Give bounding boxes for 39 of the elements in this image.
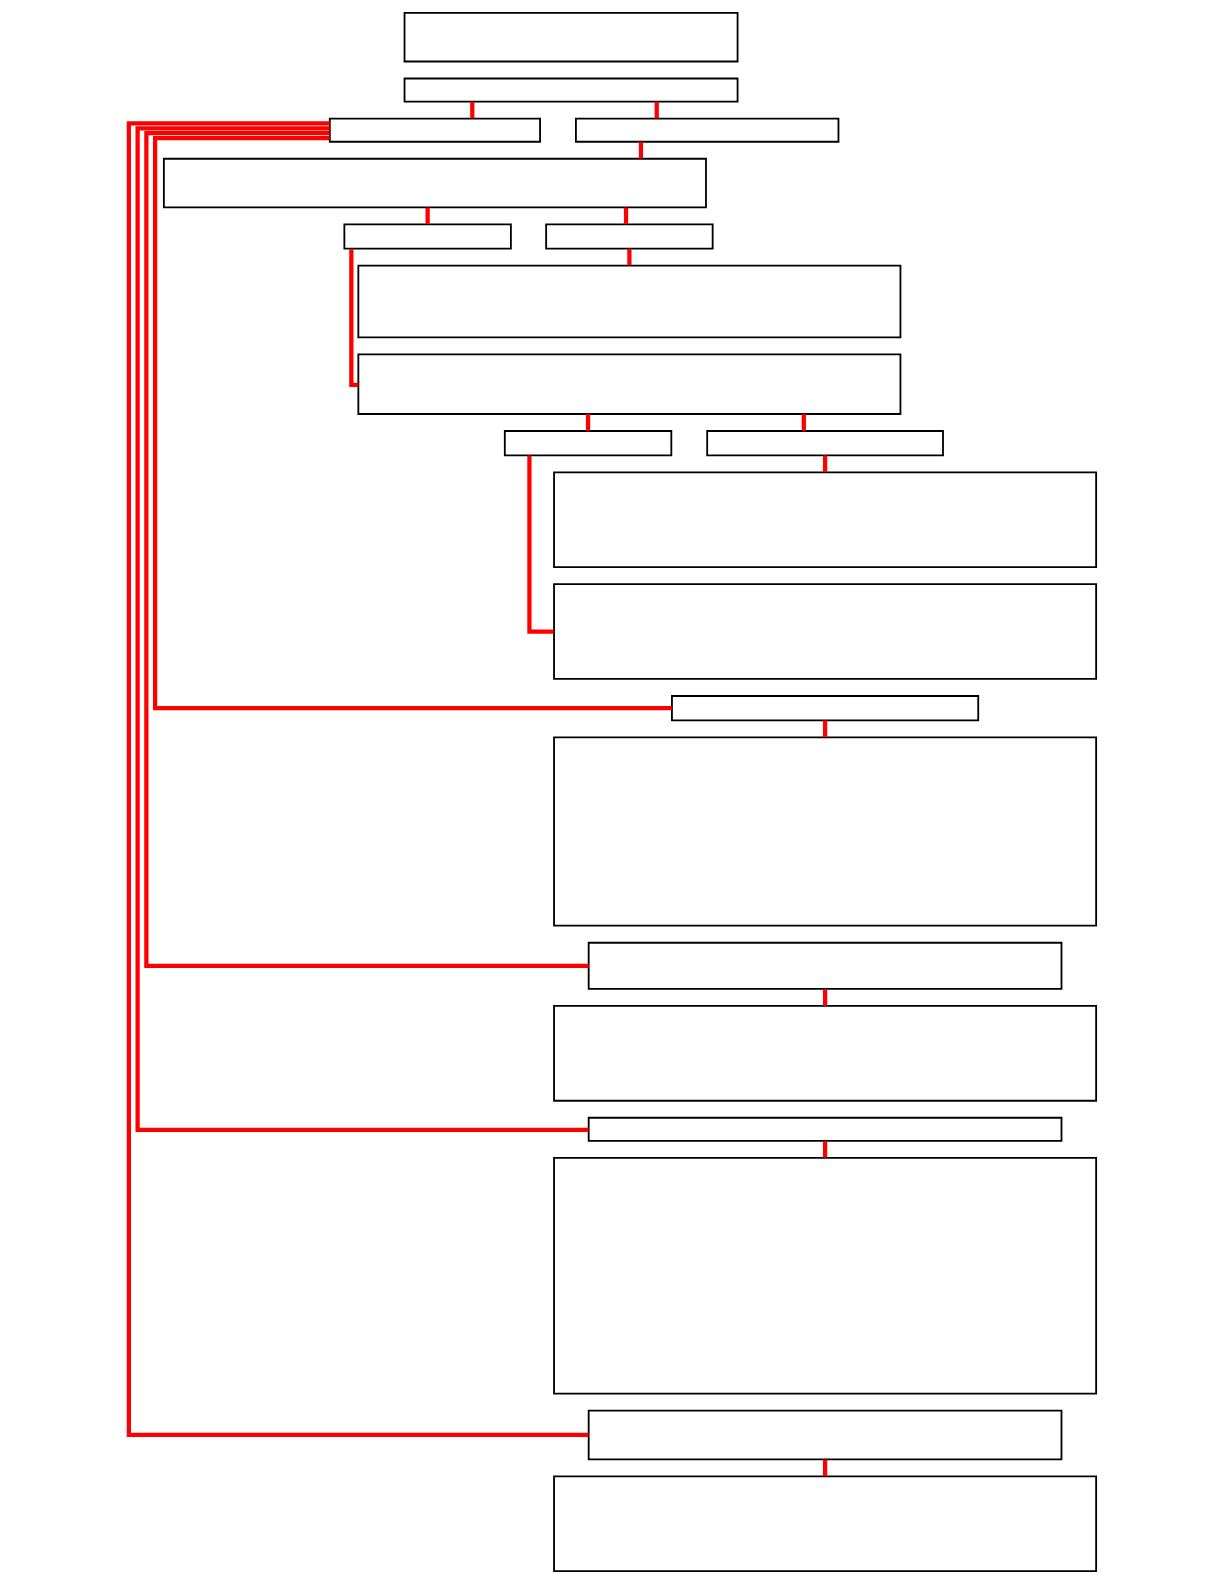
node-box <box>403 77 738 103</box>
connector <box>469 101 474 119</box>
node-box <box>356 353 901 415</box>
node-box <box>552 583 1097 680</box>
connector <box>822 1459 827 1477</box>
connector <box>822 720 827 738</box>
node-box <box>403 11 738 63</box>
connector <box>585 414 590 431</box>
node-box <box>544 223 714 250</box>
node-box <box>574 117 839 143</box>
node-box <box>552 1005 1097 1102</box>
connector <box>425 207 430 225</box>
node-box <box>587 1409 1062 1461</box>
node-box <box>552 1156 1097 1395</box>
node-box <box>552 1475 1097 1573</box>
node-box <box>670 695 979 722</box>
connector <box>348 249 358 387</box>
node-box <box>356 264 901 339</box>
node-box <box>552 471 1097 569</box>
node-box <box>503 430 672 457</box>
connector <box>626 249 632 266</box>
node-box <box>587 941 1062 990</box>
node-box <box>162 157 707 209</box>
connector <box>822 455 827 472</box>
node-box <box>552 736 1097 927</box>
connector <box>623 207 628 225</box>
node-box <box>587 1116 1062 1142</box>
connector <box>152 135 672 711</box>
connector <box>126 121 588 1438</box>
node-box <box>328 117 541 143</box>
connector <box>801 414 806 431</box>
connector <box>822 1141 827 1158</box>
connector <box>143 131 589 968</box>
connector <box>822 989 827 1006</box>
connector <box>638 141 643 159</box>
connector <box>135 126 588 1133</box>
node-box <box>705 430 944 457</box>
connector <box>654 101 659 119</box>
node-box <box>342 223 512 250</box>
